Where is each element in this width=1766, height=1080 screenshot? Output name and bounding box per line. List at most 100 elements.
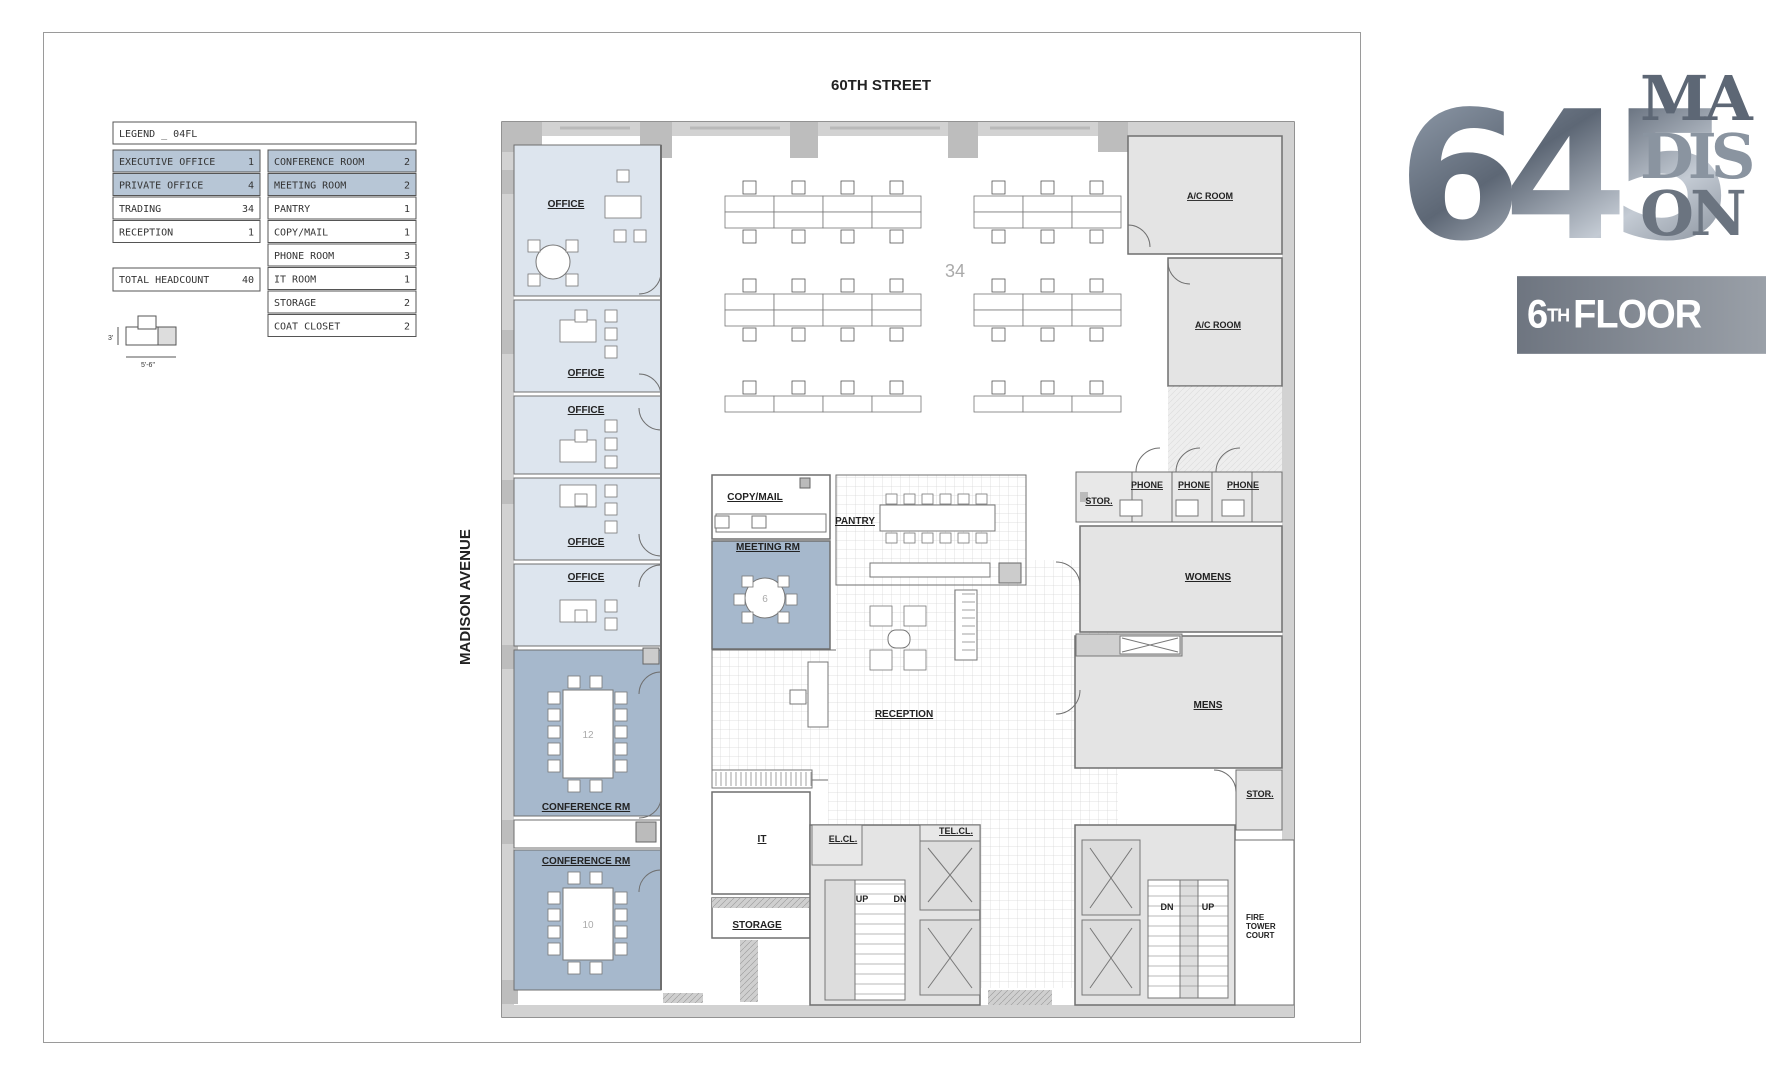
workstation-desk	[973, 309, 1024, 327]
room-label-conference-a: CONFERENCE RM	[542, 802, 630, 813]
workstation-desk	[1022, 395, 1073, 413]
room-label-reception: RECEPTION	[875, 709, 933, 720]
workstation-desk	[773, 293, 824, 311]
pantry-chair	[939, 532, 952, 544]
legend-left-label: RECEPTION	[119, 228, 173, 239]
legend-left-label: EXECUTIVE OFFICE	[119, 157, 215, 168]
workstation-chair	[1040, 278, 1055, 293]
legend-left-label: PRIVATE OFFICE	[119, 181, 203, 192]
conference-chair	[614, 891, 628, 905]
room-label-office-2: OFFICE	[568, 368, 605, 379]
workstation-chair	[1089, 278, 1104, 293]
legend-title: LEGEND _ 04FL	[119, 129, 197, 140]
legend-right-count: 2	[404, 298, 410, 309]
legend-right-label: PHONE ROOM	[274, 251, 334, 262]
room-label-mens: MENS	[1194, 700, 1223, 711]
legend-right-count: 2	[404, 322, 410, 333]
street-label-left: MADISON AVENUE	[457, 529, 474, 665]
legend-right-count: 2	[404, 181, 410, 192]
legend-right-label: PANTRY	[274, 204, 310, 215]
fire-tower-label-3: COURT	[1246, 931, 1275, 940]
workstation-desk	[1022, 211, 1073, 229]
workstation-chair	[889, 180, 904, 195]
fire-tower-label-1: FIRE	[1246, 913, 1265, 922]
seat-count-meeting: 6	[762, 594, 768, 605]
workstation-chair	[1089, 380, 1104, 395]
workstation-chair	[791, 380, 806, 395]
legend-right-count: 1	[404, 204, 410, 215]
brand-mark: 645 MA DIS ON	[1398, 62, 1759, 280]
workstation-desk	[822, 293, 873, 311]
legend-right-row	[267, 149, 417, 173]
pantry-chair	[903, 493, 916, 505]
pantry-chair	[939, 493, 952, 505]
legend-right-label: IT ROOM	[274, 275, 316, 286]
stair-dn-label-a: DN	[894, 894, 907, 904]
room-label-phone-3: PHONE	[1227, 480, 1259, 490]
conference-chair	[614, 725, 628, 739]
conference-chair	[589, 779, 603, 793]
workstation-desk	[822, 395, 873, 413]
legend-left-count: 34	[242, 204, 254, 215]
conference-chair	[589, 871, 603, 885]
legend-right-row	[267, 314, 417, 337]
desk-width-dim: 5'-6"	[141, 362, 155, 369]
workstation-chair	[840, 229, 855, 244]
perimeter-offices	[513, 144, 662, 991]
room-label-phone-1: PHONE	[1131, 480, 1163, 490]
brand-name-row-2: DIS	[1640, 120, 1753, 193]
workstation-desk	[1071, 309, 1122, 327]
legend-left-row	[112, 173, 261, 196]
workstation-chair	[991, 229, 1006, 244]
workstation-chair	[889, 380, 904, 395]
pantry-chair	[957, 493, 970, 505]
legend-right-label: STORAGE	[274, 298, 316, 309]
legend-right-count: 2	[404, 157, 410, 168]
floor-ordinal: 6	[1527, 292, 1548, 337]
reception-coffee-table	[887, 629, 911, 649]
workstation-desk	[822, 211, 873, 229]
pantry-chair	[885, 532, 898, 544]
desk-depth-dim: 3'	[108, 335, 113, 342]
room-label-storage: STORAGE	[732, 920, 782, 931]
workstation-desk	[724, 211, 775, 229]
workstation-chair	[742, 229, 757, 244]
workstation-chair	[1089, 327, 1104, 342]
legend-left-row	[112, 220, 261, 243]
legend-total-label: TOTAL HEADCOUNT	[119, 275, 209, 286]
legend-left-row	[112, 196, 261, 220]
legend-right-row	[267, 173, 417, 196]
conference-table-b	[562, 887, 614, 961]
room-label-it: IT	[758, 834, 767, 845]
stair-up-label-a: UP	[856, 894, 869, 904]
conference-chair	[547, 725, 561, 739]
workstation-chair	[1040, 180, 1055, 195]
workstation-desk	[1071, 195, 1122, 213]
legend-left-count: 4	[248, 181, 254, 192]
legend-right-row	[267, 243, 417, 267]
room-label-stor-1: STOR.	[1085, 496, 1112, 506]
workstation-desk	[973, 293, 1024, 311]
workstation-chair	[742, 380, 757, 395]
workstation-chair	[889, 327, 904, 342]
workstation-chair	[991, 278, 1006, 293]
workstation-chair	[1040, 327, 1055, 342]
workstation-chair	[1089, 229, 1104, 244]
stair-up-label-b: UP	[1202, 902, 1215, 912]
room-label-meeting: MEETING RM	[736, 542, 800, 553]
conference-chair	[614, 742, 628, 756]
room-label-stor-2: STOR.	[1246, 789, 1273, 799]
workstation-chair	[791, 327, 806, 342]
conference-chair	[547, 742, 561, 756]
workstation-desk	[822, 309, 873, 327]
legend-left-count: 1	[248, 157, 254, 168]
legend-right-row	[267, 267, 417, 290]
legend-right-row	[267, 196, 417, 220]
pantry-chair	[903, 532, 916, 544]
workstation-chair	[840, 380, 855, 395]
workstation-desk	[1022, 195, 1073, 213]
conference-chair	[614, 942, 628, 956]
conference-chair	[567, 871, 581, 885]
